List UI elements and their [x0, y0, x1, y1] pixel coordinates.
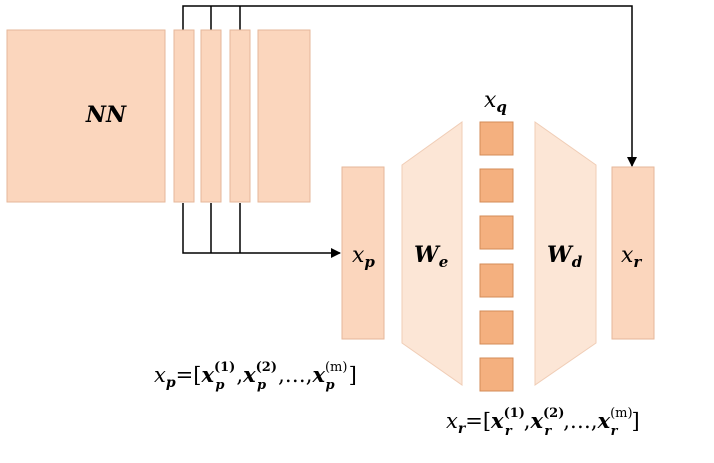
- xp-block: [341, 166, 385, 340]
- xr-formula: xr=[x(1)r,x(2)r,…,x(m)r]: [446, 406, 640, 439]
- xp-formula: xp=[x(1)p,x(2)p,…,x(m)p]: [154, 360, 357, 393]
- encoder-trapezoid: [401, 121, 463, 386]
- bottom-connector: [182, 203, 341, 258]
- decoder-trapezoid: [534, 121, 597, 386]
- code-vector: [479, 121, 514, 392]
- xp-label: xp: [352, 243, 375, 271]
- layer-bar-3: [229, 29, 251, 203]
- code-cell-3: [479, 215, 514, 250]
- output-layer-block: [257, 29, 311, 203]
- xr-label: xr: [621, 243, 642, 271]
- code-cell-5: [479, 310, 514, 345]
- top-connector: [182, 5, 637, 167]
- we-label: We: [414, 242, 448, 271]
- xq-label: xq: [484, 88, 507, 116]
- xr-block: [611, 166, 655, 340]
- layer-bar-2: [200, 29, 222, 203]
- code-cell-4: [479, 263, 514, 298]
- wd-label: Wd: [547, 242, 583, 271]
- layer-bar-1: [173, 29, 195, 203]
- connector-lines: [182, 5, 637, 258]
- code-cell-6: [479, 357, 514, 392]
- code-cell-2: [479, 168, 514, 203]
- nn-block: [6, 29, 166, 203]
- code-cell-1: [479, 121, 514, 156]
- nn-label: NN: [85, 102, 127, 128]
